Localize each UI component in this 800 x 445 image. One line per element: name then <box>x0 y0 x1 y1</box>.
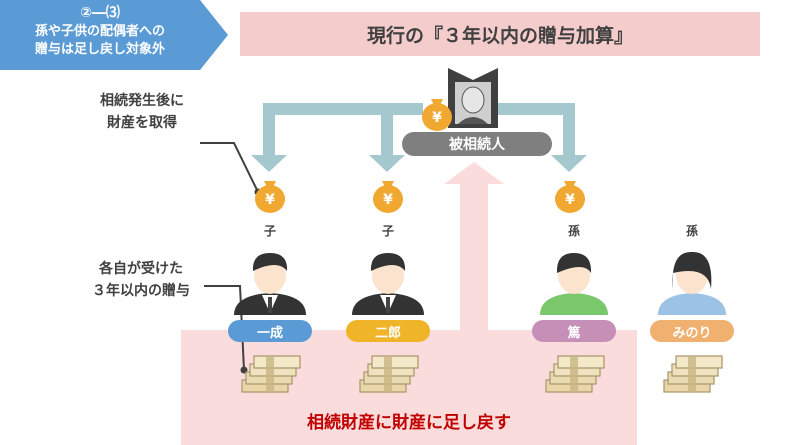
deceased-label: 被相続人 <box>402 132 552 156</box>
deceased-portrait <box>448 68 498 128</box>
note-acquire-leader <box>200 142 259 193</box>
arrow-mid-head <box>369 155 405 172</box>
note-acquire-line-1: 相続発生後に <box>100 93 184 109</box>
heir2-avatar <box>352 253 424 315</box>
arrow-left-bar <box>263 103 423 115</box>
arrow-left-stem <box>263 103 275 158</box>
heir3-moneybag-icon <box>555 181 585 213</box>
heir1-avatar <box>234 253 306 315</box>
heir2-moneybag-icon <box>373 181 403 213</box>
page-title: 現行の『３年以内の贈与加算』 <box>240 12 760 56</box>
heir4-name: みのり <box>650 320 734 342</box>
arrow-right-stem <box>563 103 575 158</box>
heir1-name: 一成 <box>228 320 312 342</box>
add-back-arrow <box>444 162 504 332</box>
heir1-relation: 子 <box>263 224 276 238</box>
result-text: 相続財産に財産に足し戻す <box>307 413 511 433</box>
heir2-relation: 子 <box>381 224 394 238</box>
note-gift-line-2: ３年以内の贈与 <box>92 283 190 299</box>
heir1-cash-icon <box>241 355 301 393</box>
inheritance-arrows <box>251 103 587 172</box>
heir3-avatar <box>540 253 608 315</box>
arrow-mid-stem <box>381 103 393 158</box>
heir4-avatar <box>658 251 726 315</box>
heir4-relation: 孫 <box>685 224 698 238</box>
heir2-name: 二郎 <box>346 320 430 342</box>
heir3-relation: 孫 <box>567 224 580 238</box>
heir1-moneybag-icon <box>255 181 285 213</box>
heir4-cash-icon <box>663 355 723 393</box>
tag-number: ②―⑶ <box>80 5 120 21</box>
arrow-right-bar <box>495 103 575 115</box>
note-gift-leader <box>204 285 245 371</box>
note-acquire-line-2: 財産を取得 <box>107 115 177 131</box>
heir2-cash-icon <box>359 355 419 393</box>
heir3-name: 篤 <box>532 320 616 342</box>
note-gift-line-1: 各自が受けた <box>99 261 183 277</box>
note-acquire: 相続発生後に 財産を取得 <box>82 90 202 134</box>
note-gift: 各自が受けた ３年以内の贈与 <box>76 258 206 302</box>
arrow-right-head <box>551 155 587 172</box>
tag-line-2: 贈与は足し戻し対象外 <box>34 42 165 57</box>
heir3-cash-icon <box>545 355 605 393</box>
deceased-moneybag-icon <box>422 99 452 131</box>
section-tag: ②―⑶ 孫や子供の配偶者への 贈与は足し戻し対象外 <box>0 0 228 70</box>
arrow-left-head <box>251 155 287 172</box>
tag-line-1: 孫や子供の配偶者への <box>34 24 165 39</box>
